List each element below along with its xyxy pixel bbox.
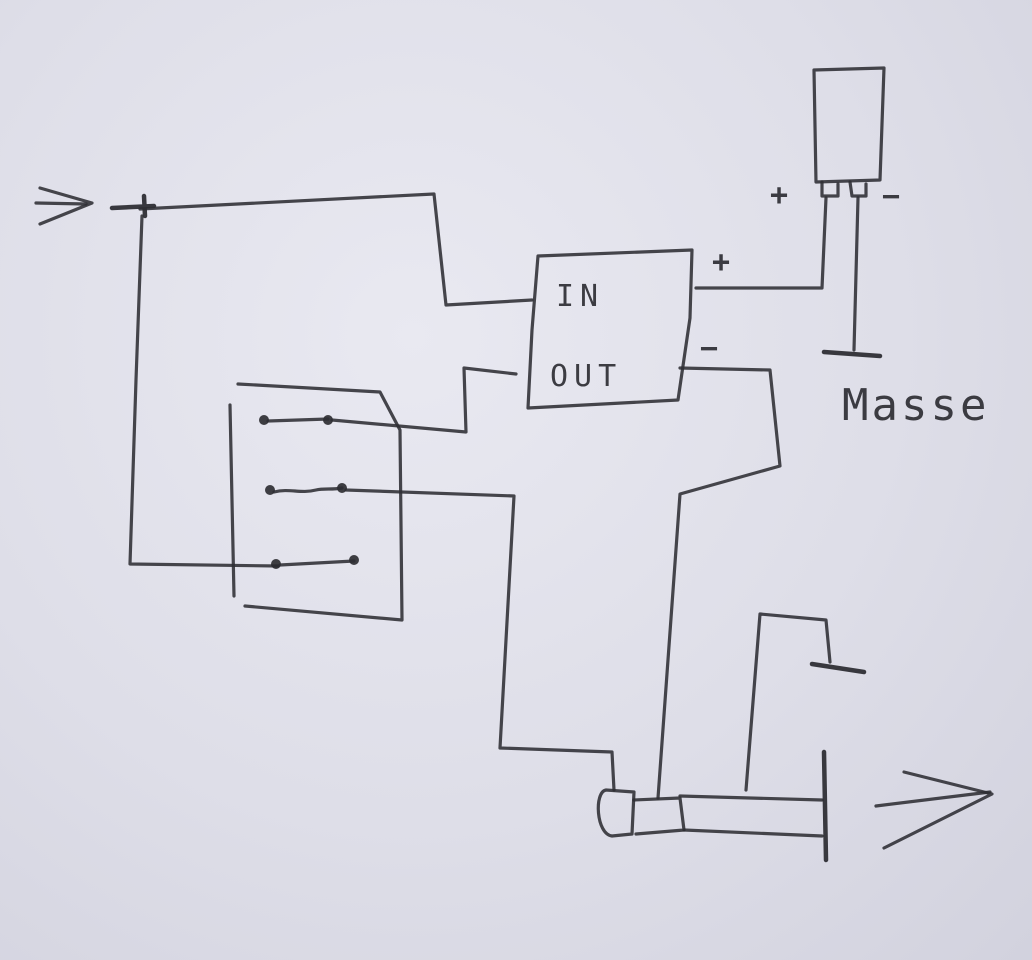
wire-minus-to-jack: [656, 366, 782, 800]
switch-row-1: [259, 415, 333, 425]
input-arrow-icon: [34, 186, 94, 226]
wire-out-to-switch: [330, 366, 518, 434]
wire-plus-to-battery: [694, 196, 828, 290]
jack-ground-symbol-icon: [809, 661, 867, 675]
wire-input-to-switch: [128, 214, 280, 568]
switch-housing: [228, 382, 404, 622]
module-minus-label: −: [700, 331, 718, 366]
audio-jack-icon: [596, 749, 829, 863]
module-out-label: OUT: [550, 359, 622, 394]
battery-body: [812, 66, 886, 184]
input-junction: [109, 193, 157, 219]
switch-row-3: [271, 555, 359, 569]
wire-jack-ground: [744, 612, 832, 792]
battery-minus-label: −: [882, 179, 900, 214]
switch-row-2: [265, 483, 347, 495]
battery-plus-label: +: [770, 178, 788, 213]
ground-label: Masse: [842, 380, 989, 431]
module-in-label: IN: [556, 279, 604, 314]
wire-input-to-in: [138, 192, 534, 307]
ground-symbol-icon: [821, 349, 883, 359]
battery-terminals: [820, 180, 868, 198]
module-plus-label: +: [712, 245, 730, 280]
module-box: [526, 248, 694, 410]
wire-battery-to-ground: [852, 196, 860, 352]
output-arrow-icon: [874, 770, 994, 850]
wire-switch-to-jack: [344, 488, 616, 792]
